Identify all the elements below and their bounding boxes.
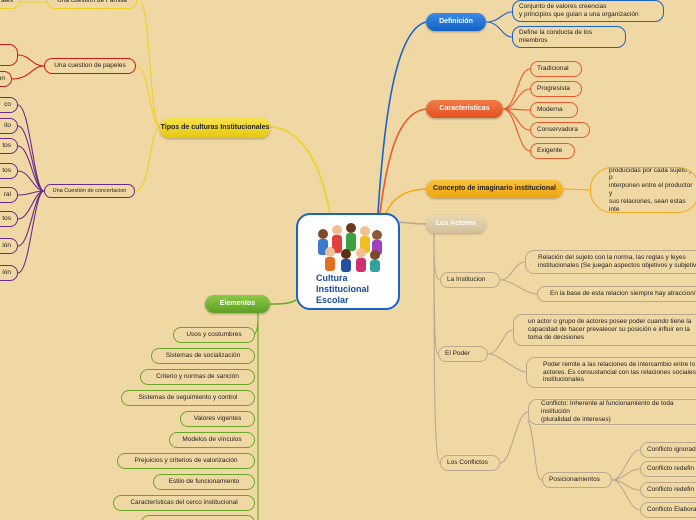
concertacion-item[interactable]: ión [0, 265, 18, 281]
papeles-item[interactable] [0, 44, 18, 66]
caracteristica-item[interactable]: Moderna [530, 102, 578, 118]
branch-definicion[interactable]: Definición [426, 13, 486, 31]
posicionamiento-item[interactable]: Conflicto Elabora [640, 502, 696, 518]
definicion-item[interactable]: Conjunto de valores creencias y principi… [512, 0, 664, 22]
conflictos-intro[interactable]: Conflicto: Inherente al funcionamiento d… [528, 399, 696, 425]
institucion-item[interactable]: Relación del sujeto con la norma, las re… [525, 250, 696, 274]
branch-concepto-imaginario[interactable]: Concepto de imaginario institucional [426, 180, 563, 198]
concertacion-item[interactable]: ito [0, 118, 18, 134]
conflictos-posicionamientos[interactable]: Posicionamientos [542, 472, 612, 488]
caracteristica-item[interactable]: Conservadora [530, 122, 590, 138]
actores-institucion[interactable]: La Institucion [440, 272, 500, 288]
actores-poder[interactable]: El Poder [438, 346, 488, 362]
concertacion-item[interactable]: ral [0, 187, 18, 203]
tipo-familia[interactable]: Una cuestion de Familia [47, 0, 137, 9]
concertacion-item[interactable]: co [0, 97, 18, 113]
central-topic[interactable]: Cultura Institucional Escolar [296, 213, 400, 310]
elemento-item[interactable]: Modelos de vínculos [169, 432, 255, 448]
concertacion-item[interactable]: tos [0, 163, 18, 179]
elemento-item[interactable] [141, 515, 255, 520]
elemento-item[interactable]: Sistemas de seguimiento y control [121, 390, 255, 406]
institucion-item[interactable]: En la base de esta relacion siempre hay … [537, 286, 696, 302]
branch-caracteristicas[interactable]: Caracteristicas [426, 100, 503, 118]
branch-tipos-culturas[interactable]: Tipos de culturas Institucionales [160, 118, 270, 138]
elemento-item[interactable]: Valores vigentes [180, 411, 255, 427]
central-title: Cultura Institucional Escolar [316, 273, 369, 305]
poder-item[interactable]: Poder remite a las relaciones de interca… [526, 357, 696, 388]
posicionamiento-item[interactable]: Conflicto ignorad [640, 442, 696, 458]
caracteristica-item[interactable]: Exigente [530, 143, 575, 159]
poder-item[interactable]: un actor o grupo de actores posee poder … [513, 314, 696, 346]
posicionamiento-item[interactable]: Conflicto redefin [640, 482, 696, 498]
actores-conflictos[interactable]: Los Conflictos [440, 455, 500, 471]
posicionamiento-item[interactable]: Conflicto redefin [640, 461, 696, 477]
elemento-item[interactable]: Sistemas de socialización [151, 348, 255, 364]
tipo-papeles[interactable]: Una cuestion de papeles [44, 58, 136, 74]
students-illustration-icon [311, 218, 387, 274]
concepto-text[interactable]: es el conjunto de imágenes y r producida… [590, 167, 696, 213]
concertacion-item[interactable]: tos [0, 211, 18, 227]
elemento-item[interactable]: Estilo de funcionamiento [153, 474, 255, 490]
elemento-item[interactable]: Prejuicios y criterios de valorización [117, 453, 255, 469]
caracteristica-item[interactable]: Tradicional [530, 61, 582, 77]
concertacion-item[interactable]: tos [0, 138, 18, 154]
elemento-item[interactable]: Características del cerco institucional [113, 495, 255, 511]
concertacion-item[interactable]: ión [0, 238, 18, 254]
tipo-concertacion[interactable]: Una Cuestión de concertacion [44, 184, 135, 198]
definicion-item[interactable]: Define la conducta de los miembros [512, 26, 626, 48]
elemento-item[interactable]: Criterio y normas de sanción [140, 369, 255, 385]
caracteristica-item[interactable]: Progresista [530, 81, 582, 97]
branch-actores[interactable]: Los Actores [426, 215, 486, 233]
elemento-item[interactable]: Usos y costumbres [173, 327, 255, 343]
branch-elementos[interactable]: Elementos [205, 295, 270, 313]
